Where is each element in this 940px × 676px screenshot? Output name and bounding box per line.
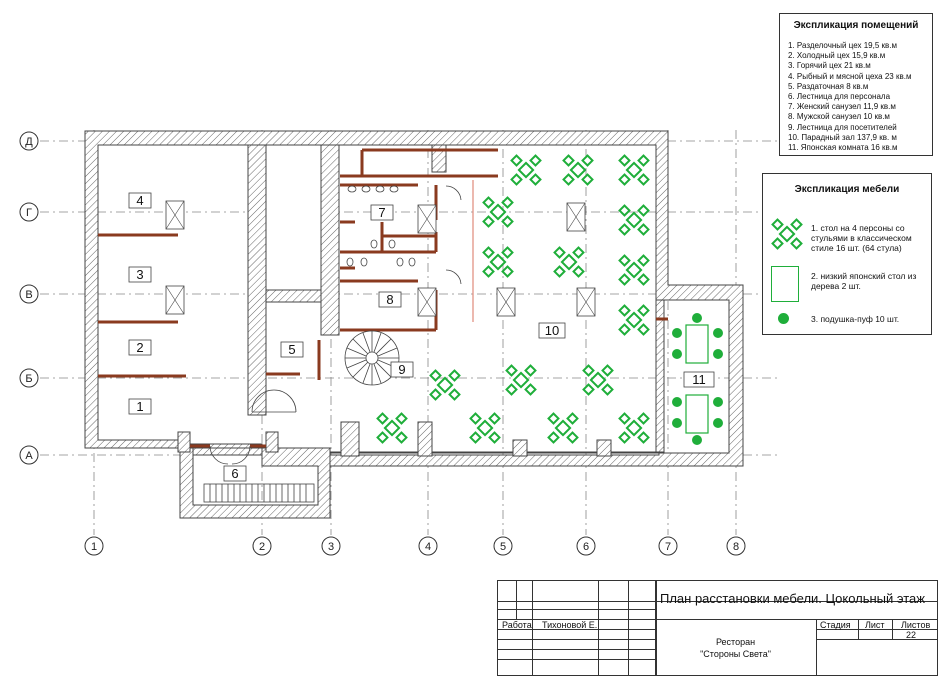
room-legend-title: Экспликация помещений <box>793 20 919 31</box>
grid-col-label: 4 <box>425 541 431 553</box>
sheets-header: Листов <box>901 620 931 630</box>
room-label-9: 9 <box>398 362 405 377</box>
grid-row-label: А <box>25 450 33 462</box>
grid-col-label: 2 <box>259 541 265 553</box>
stage-header: Стадия <box>820 620 851 630</box>
door-swings <box>209 185 462 465</box>
room-legend-item: 6. Лестница для персонала <box>788 92 891 102</box>
author-name: Тихоновой Е. <box>542 620 598 630</box>
furniture-legend-title: Экспликация мебели <box>794 184 900 195</box>
grid-col-label: 3 <box>328 541 334 553</box>
cushion-pouf-icon <box>778 313 789 324</box>
room-label-8: 8 <box>386 292 393 307</box>
room-label-4: 4 <box>136 193 143 208</box>
room-label-11: 11 <box>692 372 706 387</box>
grid-row-label: Г <box>26 207 32 219</box>
grid-row-label: Б <box>25 373 32 385</box>
sheet-header: Лист <box>865 620 885 630</box>
grid-row-label: Д <box>25 136 33 148</box>
furniture-legend: Экспликация мебели 1. стол на 4 персоны … <box>762 173 932 335</box>
exterior-walls <box>84 130 744 519</box>
japanese-room-furniture <box>672 313 723 445</box>
room-legend: Экспликация помещений 1. Разделочный цех… <box>779 13 933 156</box>
staff-staircase <box>203 483 315 503</box>
room-label-6: 6 <box>231 466 238 481</box>
grid-col-label: 7 <box>665 541 671 553</box>
room-legend-item: 2. Холодный цех 15,9 кв.м <box>788 51 886 61</box>
room-label-2: 2 <box>136 340 143 355</box>
room-legend-item: 9. Лестница для посетителей <box>788 122 897 132</box>
furniture-legend-item: 3. подушка-пуф 10 шт. <box>811 314 900 324</box>
room-legend-item: 3. Горячий цех 21 кв.м <box>788 61 871 71</box>
project-name-line2: "Стороны Света" <box>700 649 771 659</box>
room-legend-list: 1. Разделочный цех 19,5 кв.м 2. Холодный… <box>780 41 932 153</box>
room-legend-item: 11. Японская комната 16 кв.м <box>788 143 898 153</box>
room-label-10: 10 <box>545 323 559 338</box>
grid-lines <box>40 130 780 535</box>
room-legend-item: 5. Раздаточная 8 кв.м <box>788 81 869 91</box>
furniture-legend-item: 1. стол на 4 персоны со стульями в класс… <box>811 223 912 253</box>
room-legend-item: 4. Рыбный и мясной цеха 23 кв.м <box>788 71 912 81</box>
grid-col-label: 8 <box>733 541 739 553</box>
room-label-5: 5 <box>288 342 295 357</box>
room-legend-item: 8. Мужской санузел 10 кв.м <box>788 112 890 122</box>
title-block: План расстановки мебели. Цокольный этаж … <box>497 580 938 676</box>
room-legend-item: 1. Разделочный цех 19,5 кв.м <box>788 41 897 50</box>
grid-col-label: 1 <box>91 541 97 553</box>
room-label-3: 3 <box>136 267 143 282</box>
sheets-value: 22 <box>906 630 917 640</box>
grid-col-label: 6 <box>583 541 589 553</box>
grid-row-label: В <box>25 289 32 301</box>
furniture-legend-item: 2. низкий японский стол из дерева 2 шт. <box>811 271 917 291</box>
inner-wall <box>247 144 267 416</box>
role-label: Работа <box>502 620 532 630</box>
room-legend-item: 7. Женский санузел 11,9 кв.м <box>788 102 896 112</box>
japanese-table-icon <box>771 266 799 302</box>
visitor-spiral-stair <box>344 330 400 386</box>
room-label-7: 7 <box>378 205 385 220</box>
drawing-title: План расстановки мебели. Цокольный этаж <box>660 591 925 606</box>
table-4-person-icon <box>770 217 804 251</box>
partitions <box>98 148 668 448</box>
room-labels: 4 3 2 1 5 6 7 8 9 10 11 <box>128 192 715 482</box>
grid-col-label: 5 <box>500 541 506 553</box>
project-name-line1: Ресторан <box>715 637 756 647</box>
sanitary-fixtures <box>346 185 416 267</box>
grid-col-markers: 1 2 3 4 5 6 7 8 <box>84 536 746 556</box>
room-legend-item: 10. Парадный зал 137,9 кв. м <box>788 132 897 142</box>
grid-row-markers: Д Г В Б А <box>19 131 39 465</box>
room-label-1: 1 <box>136 399 143 414</box>
